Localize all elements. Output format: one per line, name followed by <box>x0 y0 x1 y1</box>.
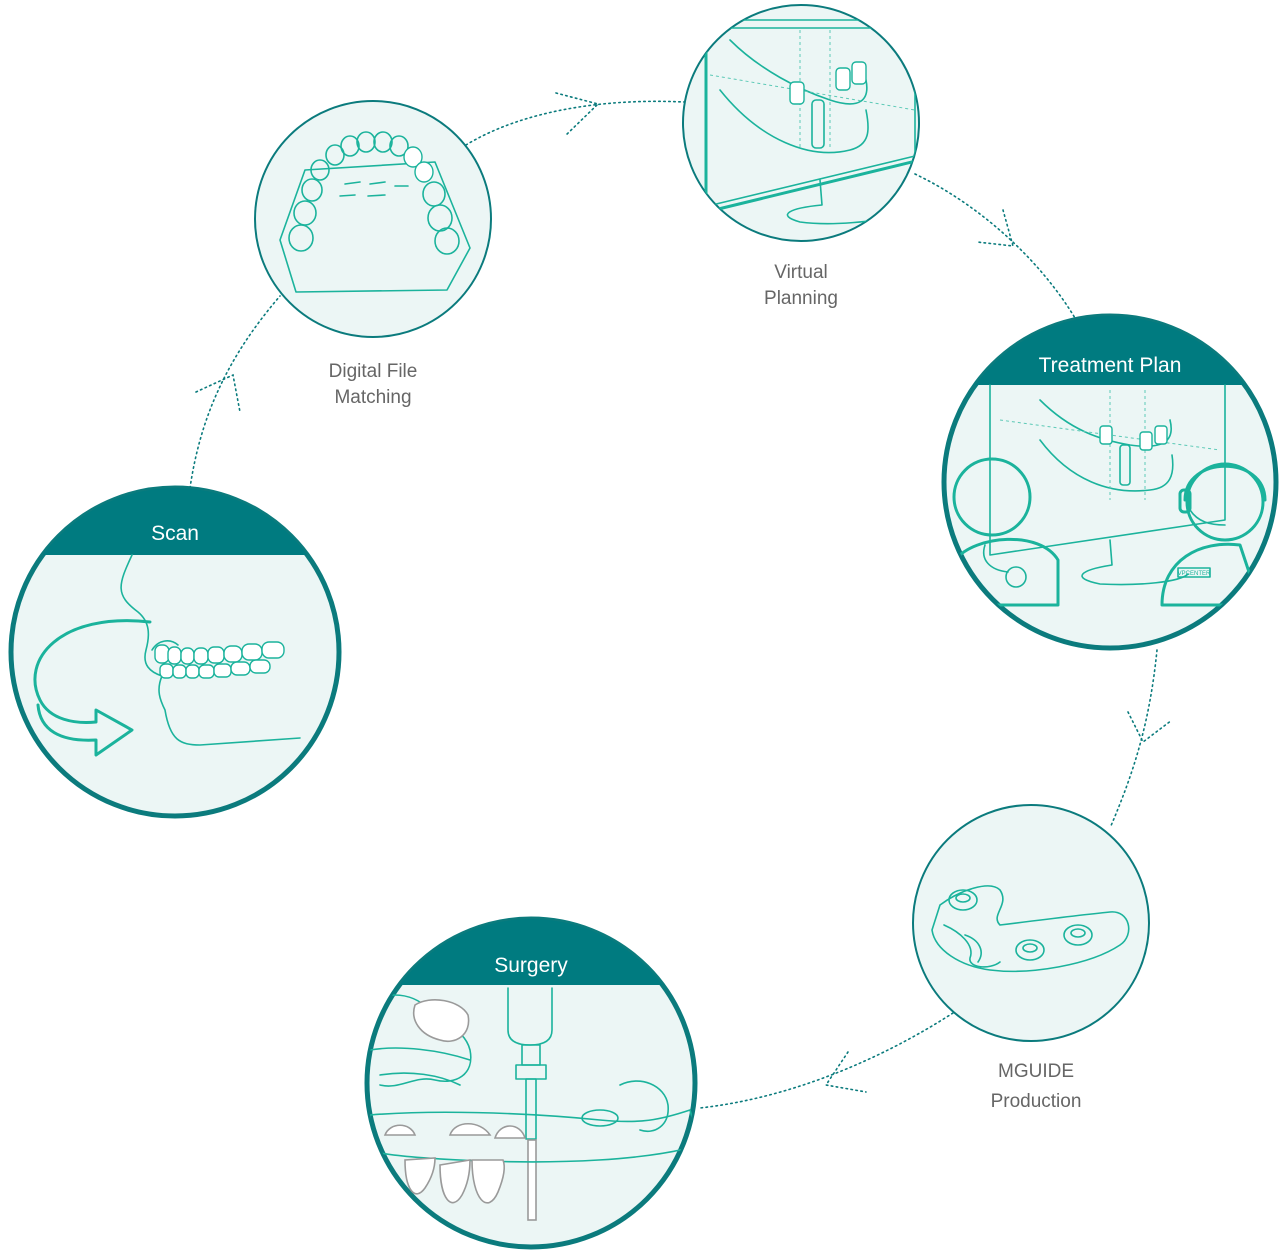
support-agent-icon: VPCENTER <box>1160 462 1267 607</box>
vpcenter-badge: VPCENTER <box>1178 571 1211 577</box>
dental-model-base-icon <box>279 161 471 293</box>
vp-label-line2: Planning <box>764 288 838 309</box>
upper-arch-icon <box>288 131 460 255</box>
scan-label: Scan <box>151 522 199 545</box>
surgery-label: Surgery <box>494 954 568 977</box>
treatment-plan-label: Treatment Plan <box>1039 354 1182 377</box>
step-surgery: Surgery <box>364 916 698 1250</box>
connector-vp-to-tp <box>914 173 1076 319</box>
connector-tp-to-mg <box>1109 649 1173 829</box>
lower-teeth-icon <box>383 1122 527 1204</box>
step-treatment-plan: VPCENTER Treatment Plan <box>941 313 1279 651</box>
dfm-label-line2: Matching <box>334 387 411 408</box>
guide-plate-icon <box>369 1109 695 1163</box>
connector-mg-to-sg <box>699 1012 954 1109</box>
screen-frame-icon <box>989 384 1226 556</box>
drill-handpiece-icon <box>507 987 553 1221</box>
face-profile-icon <box>120 554 301 746</box>
step-scan: Scan <box>8 485 342 819</box>
rotate-arrow-icon <box>33 619 152 757</box>
surgical-guide-icon <box>931 885 1130 973</box>
mguide-label-line1: MGUIDE <box>998 1061 1074 1082</box>
connector-dfm-to-vp <box>465 92 685 146</box>
gloved-hand-icon <box>367 994 472 1087</box>
teeth-row-icon <box>154 641 285 679</box>
implant-icon <box>811 99 825 149</box>
connector-scan-to-dfm <box>189 295 281 489</box>
doctor-icon <box>952 457 1060 607</box>
step-digital-file-matching: Digital File Matching <box>254 100 492 408</box>
step-virtual-planning: Virtual Planning <box>682 4 920 309</box>
vp-label-line1: Virtual <box>774 262 828 283</box>
dfm-label-line1: Digital File <box>329 361 418 382</box>
mguide-label-line2: Production <box>991 1091 1082 1112</box>
step-mguide-production: MGUIDE Production <box>912 804 1150 1112</box>
